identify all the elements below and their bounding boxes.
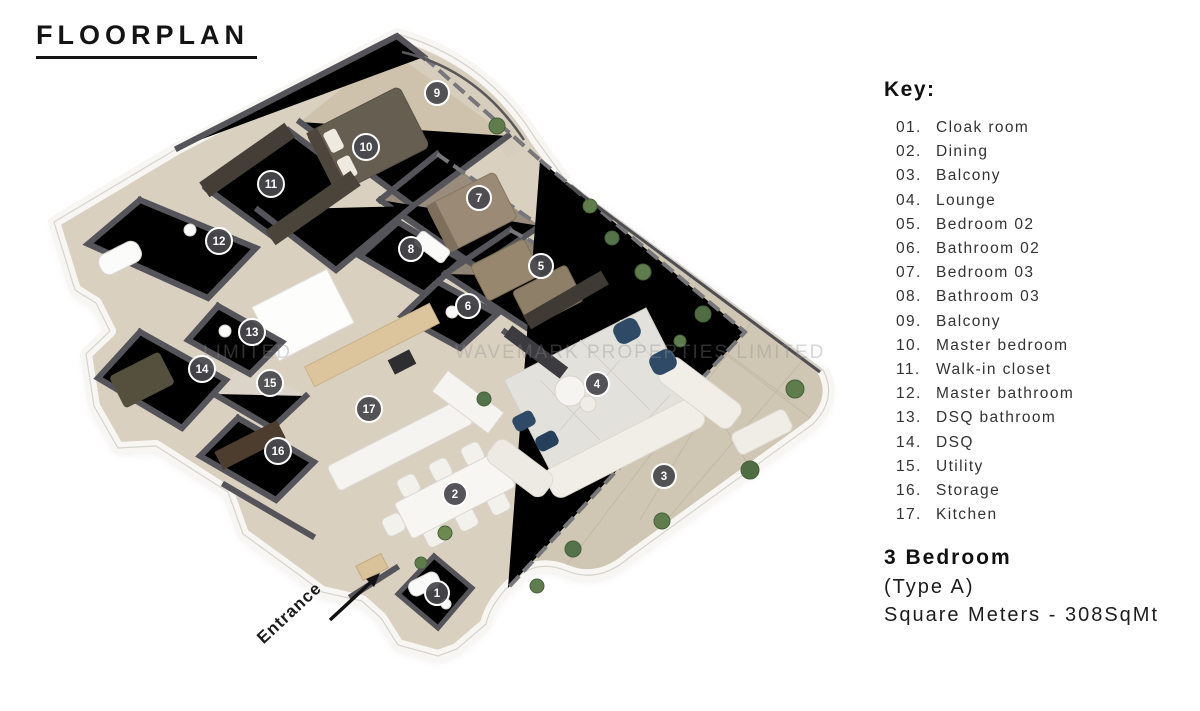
balcony-railing [401, 50, 526, 141]
marker-7: 7 [466, 185, 492, 211]
summary-bedrooms: 3 Bedroom [884, 546, 1012, 570]
svg-text:7: 7 [476, 193, 482, 205]
marker-6: 6 [455, 293, 481, 319]
watermark-text-left: LIMITED [203, 342, 292, 363]
marker-1: 1 [424, 580, 450, 606]
marker-14: 14 [188, 355, 216, 383]
marker-12: 12 [205, 227, 233, 255]
svg-text:4: 4 [594, 379, 601, 391]
marker-17: 17 [355, 395, 383, 423]
rug-pattern [539, 319, 681, 461]
svg-text:14: 14 [196, 364, 209, 376]
key-item: 09.Balcony [896, 312, 1001, 330]
key-panel: Key: 01.Cloak room 02.Dining 03.Balcony … [884, 78, 1196, 629]
svg-text:17: 17 [363, 404, 376, 416]
key-item: 10.Master bedroom [896, 336, 1069, 354]
outer-edge-line [53, 33, 830, 657]
marker-10: 10 [352, 133, 380, 161]
svg-text:6: 6 [465, 301, 471, 313]
svg-text:13: 13 [246, 327, 259, 339]
key-heading: Key: [884, 78, 936, 101]
entrance-label: Entrance [253, 578, 325, 647]
marker-15: 15 [256, 369, 284, 397]
key-list: 01.Cloak room 02.Dining 03.Balcony 04.Lo… [884, 116, 1196, 527]
svg-text:2: 2 [452, 489, 458, 501]
svg-text:1: 1 [434, 588, 441, 600]
svg-text:11: 11 [265, 179, 278, 191]
unit-summary: 3 Bedroom (Type A) Square Meters - 308Sq… [884, 543, 1196, 629]
svg-text:5: 5 [538, 261, 545, 273]
marker-3: 3 [651, 463, 677, 489]
key-item: 07.Bedroom 03 [896, 264, 1035, 282]
key-item: 14.DSQ [896, 433, 974, 451]
key-item: 03.Balcony [896, 167, 1001, 185]
key-item: 12.Master bathroom [896, 385, 1075, 403]
marker-9: 9 [424, 80, 450, 106]
key-item: 11.Walk-in closet [896, 361, 1052, 379]
summary-area: Square Meters - 308SqMt [884, 604, 1159, 627]
key-item: 15.Utility [896, 457, 984, 475]
entrance-arrow [328, 580, 373, 622]
svg-text:12: 12 [213, 236, 226, 248]
marker-2: 2 [442, 481, 468, 507]
marker-13: 13 [238, 318, 266, 346]
room-markers: 1 2 3 4 5 6 7 8 9 10 11 12 13 14 15 16 1… [188, 80, 677, 606]
key-item: 06.Bathroom 02 [896, 240, 1041, 258]
svg-text:3: 3 [661, 471, 667, 483]
key-item: 02.Dining [896, 143, 989, 161]
key-item: 13.DSQ bathroom [896, 409, 1057, 427]
plants [414, 117, 805, 594]
marker-5: 5 [528, 253, 554, 279]
key-item: 05.Bedroom 02 [896, 215, 1035, 233]
page-title: FLOORPLAN [36, 20, 257, 59]
entrance-arrowhead [366, 573, 380, 587]
marker-8: 8 [398, 236, 424, 262]
key-item: 04.Lounge [896, 191, 997, 209]
key-item: 17.Kitchen [896, 506, 998, 524]
summary-type: (Type A) [884, 576, 975, 599]
svg-text:9: 9 [434, 88, 440, 100]
marker-16: 16 [264, 437, 292, 465]
marker-4: 4 [584, 371, 610, 397]
key-item: 01.Cloak room [896, 119, 1030, 136]
key-item: 16.Storage [896, 482, 1001, 500]
svg-text:16: 16 [272, 446, 285, 458]
terrace-railing [565, 181, 821, 374]
svg-text:8: 8 [408, 244, 415, 256]
svg-text:10: 10 [360, 142, 373, 154]
key-item: 08.Bathroom 03 [896, 288, 1041, 306]
watermark-text: WAVEMARK PROPERTIES LIMITED [455, 342, 825, 363]
svg-text:15: 15 [264, 378, 277, 390]
marker-11: 11 [257, 170, 285, 198]
